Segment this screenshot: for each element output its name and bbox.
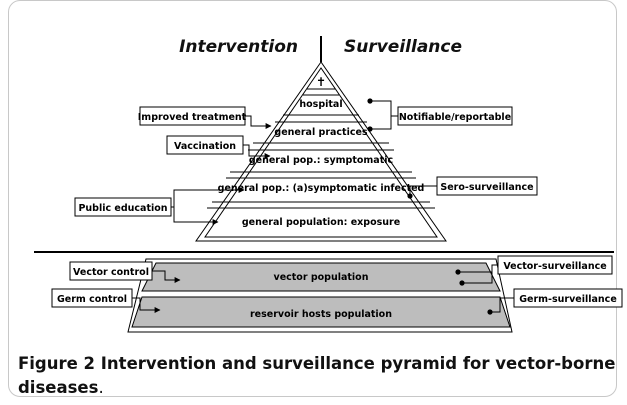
heading-intervention: Intervention xyxy=(179,37,298,57)
level-asymptomatic-infected: general pop.: (a)symptomatic infected xyxy=(218,183,425,194)
level-hospital: hospital xyxy=(299,99,342,110)
svg-text:Vector control: Vector control xyxy=(73,267,149,278)
connector-notifiable-hospital xyxy=(370,100,398,117)
svg-text:Vaccination: Vaccination xyxy=(174,141,236,152)
connector-sero xyxy=(409,185,437,196)
figure-caption: Figure 2 Intervention and surveillance p… xyxy=(18,352,618,400)
caption-end: . xyxy=(98,378,104,397)
label-improved-treatment: Improved treatment xyxy=(138,106,247,126)
label-vector-surveillance: Vector-surveillance xyxy=(497,255,613,275)
band-reservoir-hosts xyxy=(131,296,511,328)
connector-vector-surveillance-2 xyxy=(462,272,493,284)
caption-text: Intervention and surveillance pyramid fo… xyxy=(18,354,616,397)
label-notifiable-reportable: Notifiable/reportable xyxy=(397,106,513,126)
caption-figure-number: Figure 2 xyxy=(18,354,96,373)
connector-notifiable-practices xyxy=(370,116,392,130)
svg-text:Vector-surveillance: Vector-surveillance xyxy=(503,261,606,272)
cross-icon: ✝ xyxy=(316,75,326,89)
svg-text:Public education: Public education xyxy=(78,203,167,214)
level-symptomatic: general pop.: symptomatic xyxy=(249,155,393,166)
svg-text:Notifiable/reportable: Notifiable/reportable xyxy=(399,112,511,123)
arrow-vaccination xyxy=(243,144,271,159)
label-germ-surveillance: Germ-surveillance xyxy=(513,288,623,308)
pyramid-inner xyxy=(204,67,438,238)
arrow-public-education-2 xyxy=(171,206,219,225)
band-vector-population xyxy=(141,262,501,292)
level-general-practices: general practices xyxy=(274,127,368,138)
svg-text:Sero-surveillance: Sero-surveillance xyxy=(440,182,533,193)
band-label-reservoir: reservoir hosts population xyxy=(250,309,392,320)
svg-text:Germ-surveillance: Germ-surveillance xyxy=(519,294,617,305)
label-vaccination: Vaccination xyxy=(166,135,244,155)
arrow-germ-control xyxy=(132,297,161,313)
connector-vector-surveillance xyxy=(458,264,498,273)
heading-surveillance: Surveillance xyxy=(344,37,462,57)
connector-germ-surveillance xyxy=(490,297,514,313)
label-public-education: Public education xyxy=(74,197,172,217)
label-sero-surveillance: Sero-surveillance xyxy=(436,176,538,196)
label-vector-control: Vector control xyxy=(69,261,153,281)
arrow-improved-treatment xyxy=(245,115,272,129)
band-label-vector: vector population xyxy=(274,272,369,283)
pyramid-outer xyxy=(195,61,447,242)
label-germ-control: Germ control xyxy=(51,288,133,308)
svg-text:Improved treatment: Improved treatment xyxy=(138,112,247,123)
arrow-vector-control xyxy=(152,270,181,283)
level-exposure: general population: exposure xyxy=(242,217,400,228)
svg-text:Germ control: Germ control xyxy=(57,294,127,305)
